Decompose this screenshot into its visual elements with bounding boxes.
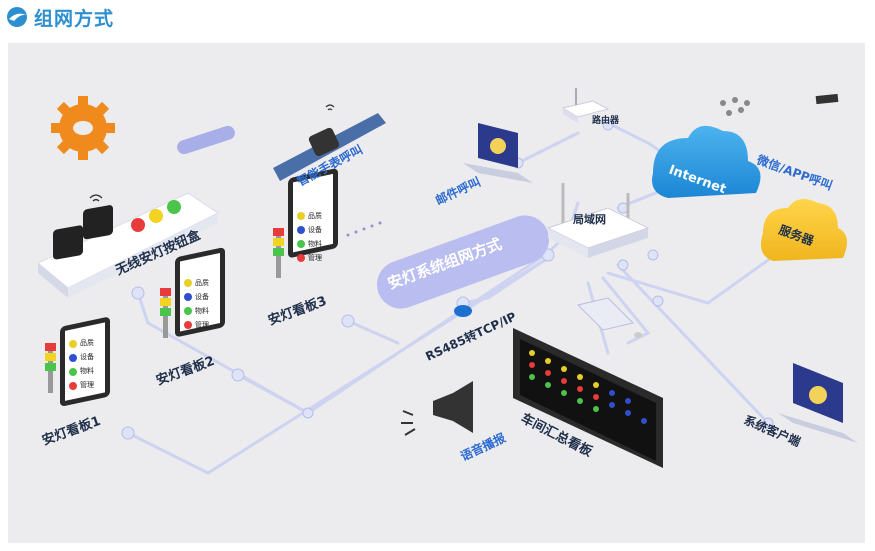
label-client: 系统客户端 [742, 412, 803, 449]
label-router: 路由器 [592, 114, 620, 126]
andon-board-3: 品质 设备 物料 管理 安灯看板3 [266, 168, 338, 329]
andon-board-2: 品质 设备 物料 管理 安灯看板2 [154, 247, 225, 389]
label-email: 邮件呼叫 [433, 174, 483, 208]
app-dots-icon [720, 97, 750, 116]
label-board-3: 安灯看板3 [266, 293, 329, 329]
workshop-summary-board: 车间汇总看板 [513, 328, 663, 468]
connection-lines [126, 121, 780, 475]
section-title: 组网方式 [34, 8, 115, 30]
andon-board-1: 品质 设备 物料 管理 安灯看板1 [40, 317, 110, 449]
panel-item: 管理 [80, 380, 94, 389]
server-cloud-icon: 服务器 [760, 199, 847, 261]
dotted-separator [346, 221, 382, 237]
globe-logo-icon [7, 7, 27, 27]
phone-icon [815, 93, 839, 105]
accent-pill [177, 125, 235, 155]
network-diagram: 无线安灯按钮盒 品质 设备 物料 管理 安灯看板1 品质 设备 物料 管理 安灯… [37, 88, 858, 475]
label-lan: 局域网 [572, 212, 606, 226]
panel-item: 设备 [80, 352, 94, 361]
panel-item: 品质 [80, 338, 94, 347]
lan-switch-icon: 局域网 [546, 183, 650, 258]
panel-item: 管理 [195, 320, 209, 329]
wifi-icon [89, 194, 103, 202]
keyboard-icon [577, 297, 642, 338]
label-board-2: 安灯看板2 [154, 353, 217, 389]
gear-icon [51, 96, 115, 160]
section-header: 组网方式 [0, 0, 875, 34]
label-voice: 语音播报 [458, 430, 508, 464]
connection-nodes [121, 119, 784, 440]
client-laptop-icon: 系统客户端 [742, 363, 858, 449]
panel-item: 物料 [80, 366, 94, 375]
panel-item: 品质 [195, 278, 209, 287]
email-laptop-icon: 邮件呼叫 [433, 123, 533, 208]
rs485-converter-icon: RS485转TCP/IP [423, 305, 519, 364]
panel-item: 物料 [308, 239, 322, 248]
label-board-1: 安灯看板1 [40, 413, 103, 449]
router-icon: 路由器 [561, 88, 620, 126]
network-diagram-canvas: 无线安灯按钮盒 品质 设备 物料 管理 安灯看板1 品质 设备 物料 管理 安灯… [8, 43, 865, 543]
panel-item: 管理 [308, 253, 322, 262]
label-rs485: RS485转TCP/IP [423, 308, 519, 363]
panel-item: 设备 [195, 292, 209, 301]
panel-item: 设备 [308, 225, 322, 234]
internet-cloud-icon: Internet [652, 125, 761, 198]
panel-item: 物料 [195, 306, 209, 315]
speaker-icon: 语音播报 [401, 381, 508, 464]
label-wechat-app: 微信/APP呼叫 [754, 151, 835, 193]
panel-item: 品质 [308, 211, 322, 220]
